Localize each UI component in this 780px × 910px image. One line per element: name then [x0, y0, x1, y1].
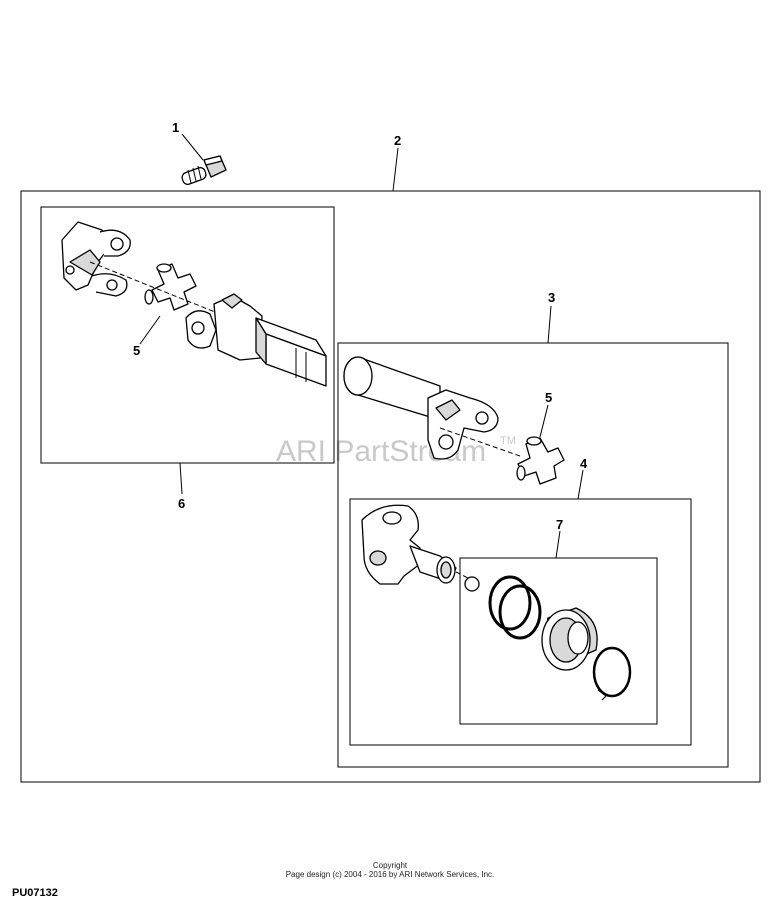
copyright-label: Copyright	[372, 861, 408, 870]
assembly-box-4	[349, 498, 692, 746]
watermark-tm: TM	[500, 435, 516, 447]
callout-1: 1	[172, 120, 179, 135]
leader-lines	[139, 133, 584, 559]
driveshaft-yoke-assembly	[61, 221, 327, 387]
seal-kit-parts	[464, 575, 632, 701]
assembly-box-2	[20, 190, 761, 783]
copyright-notice: Page design (c) 2004 - 2016 by ARI Netwo…	[285, 870, 495, 879]
callout-7: 7	[556, 517, 563, 532]
assembly-box-7	[459, 557, 658, 725]
callout-3: 3	[548, 290, 555, 305]
slip-yoke-part	[361, 504, 469, 585]
bolt-part-1	[181, 155, 227, 185]
callout-4: 4	[580, 456, 588, 471]
callout-2: 2	[394, 133, 401, 148]
callout-5-left: 5	[133, 343, 140, 358]
callout-5-right: 5	[545, 390, 552, 405]
diagram-code: PU07132	[12, 887, 58, 899]
assembly-box-3	[337, 342, 729, 768]
assembly-box-6	[40, 206, 335, 464]
callout-6: 6	[178, 496, 185, 511]
tube-shaft-assembly	[343, 356, 565, 485]
